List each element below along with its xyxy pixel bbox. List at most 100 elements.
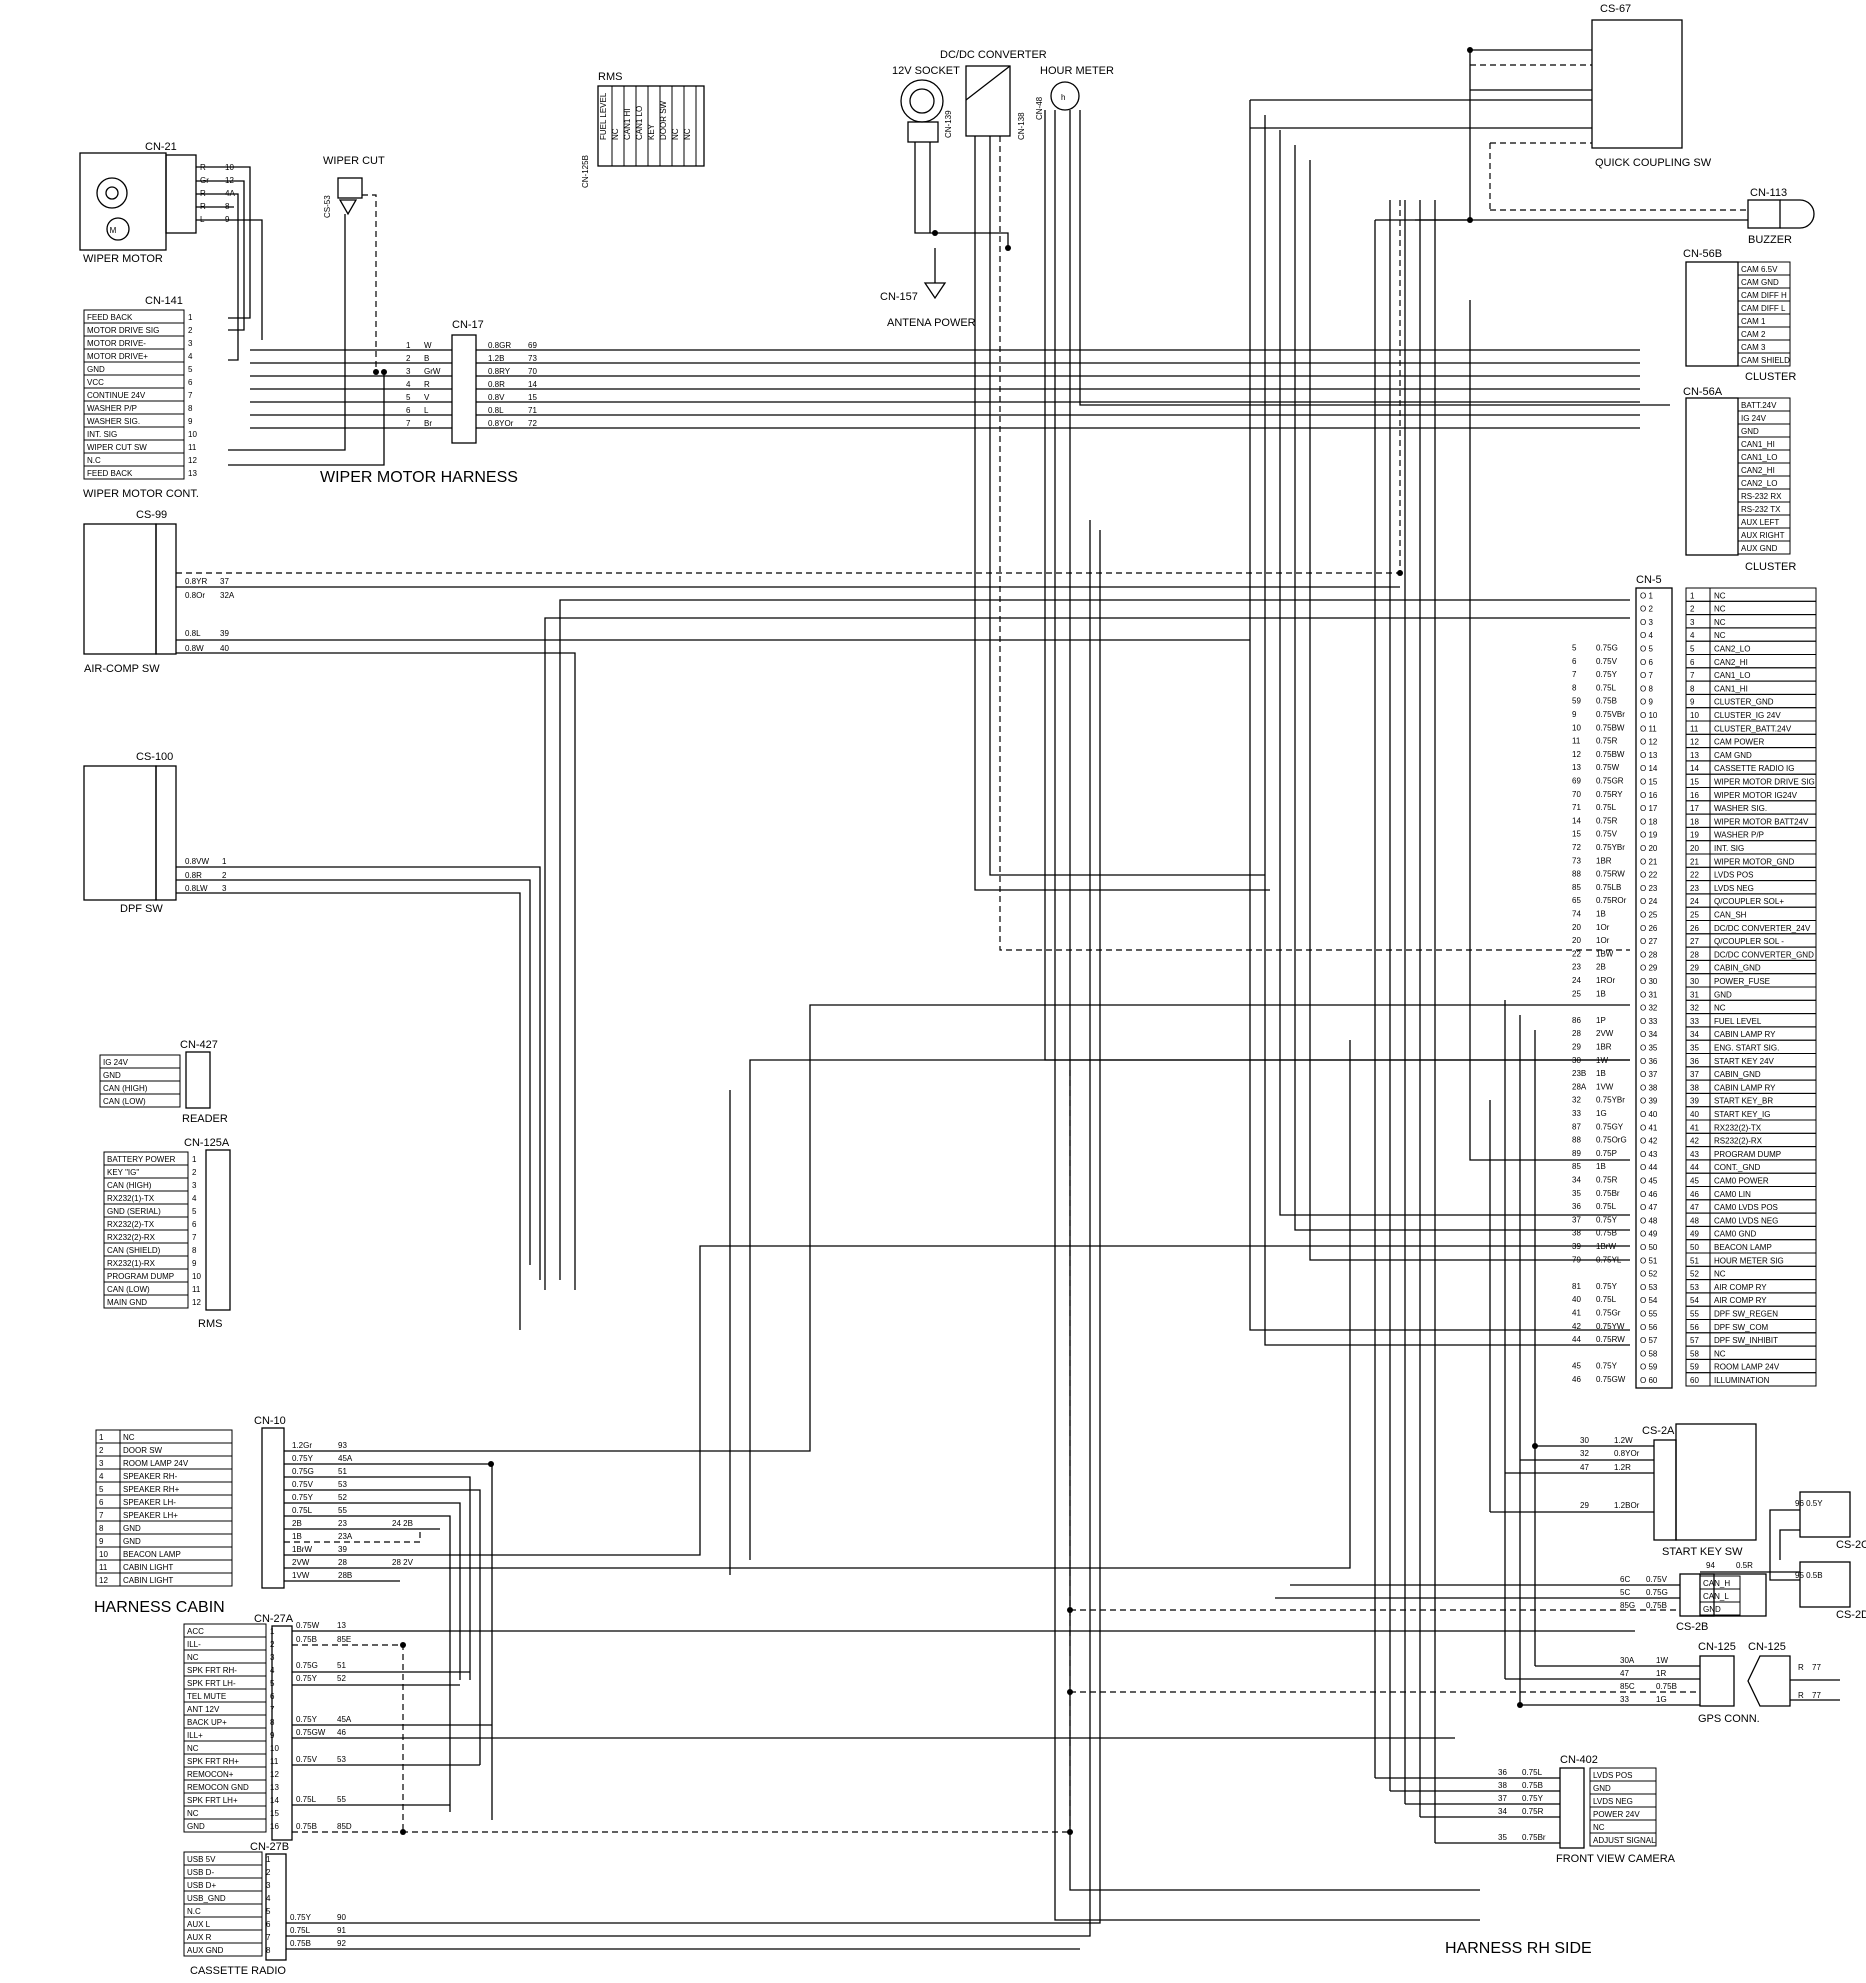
cn5-wire-color: 0.75Br [1596,1189,1620,1198]
svg-text:39: 39 [220,629,229,638]
svg-text:13: 13 [337,1621,346,1630]
cn5-pin-number: 16 [1690,791,1699,800]
cn5-pin-label: NC [1714,631,1726,640]
cn21-label: CN-21 [145,141,177,153]
trunk-wires [544,100,1630,1843]
cn27b-pin-label: AUX GND [187,1946,224,1955]
svg-text:0.75W: 0.75W [296,1621,320,1630]
cn5-pin-label: DPF SW_COM [1714,1323,1769,1332]
cn56a-pin-label: AUX RIGHT [1741,531,1785,540]
cn5-wire-number: 8 [1572,683,1577,692]
cn5-pin-number: 5 [1690,645,1695,654]
svg-text:0.75L: 0.75L [292,1506,313,1515]
cn5-wire-number: 23B [1572,1069,1586,1078]
cn56b-cell [1737,352,1791,367]
cn5-pin-index: O 16 [1640,791,1658,800]
cn5-pin-number: 45 [1690,1177,1699,1186]
cn5-wire-color: 0.75BW [1596,723,1625,732]
cs100-label: CS-100 [136,751,173,763]
cn5-wire-color: 0.75Y [1596,1362,1618,1371]
svg-text:0.8L: 0.8L [185,629,201,638]
cn27a-pin-index: 15 [270,1809,279,1818]
cn17-wire-number: 3 [406,367,411,376]
cn5-pin-number: 14 [1690,764,1699,773]
cn5-wire-number: 37 [1572,1215,1581,1224]
cn5-pin-label: NC [1714,1349,1726,1358]
svg-text:94: 94 [1706,1561,1715,1570]
cn5-pin-label: NC [1714,618,1726,627]
svg-text:1.2BOr: 1.2BOr [1614,1501,1640,1510]
cn27a-pin-label: GND [187,1822,205,1831]
cn5-pin-index: O 2 [1640,605,1653,614]
buzzer-label: BUZZER [1748,234,1792,246]
cn5-pin-cell [1709,600,1817,616]
svg-text:85G: 85G [1620,1601,1635,1610]
cabin-table-pin-number: 3 [99,1459,104,1468]
cn125a-cell [103,1294,189,1309]
cn5-pin-label: LVDS POS [1714,871,1753,880]
title-wiper-motor-harness: WIPER MOTOR HARNESS [320,469,518,486]
cn5-wire-number: 71 [1572,803,1581,812]
cn5-pin-index: O 42 [1640,1137,1658,1146]
cn5-pin-label: CLUSTER_IG 24V [1714,711,1781,720]
svg-text:23: 23 [338,1519,347,1528]
cn5-pin-index: O 25 [1640,911,1658,920]
cn27a-pin-label: REMOCON+ [187,1770,234,1779]
cabin-table-pin-label: ROOM LAMP 24V [123,1459,189,1468]
cn5-pin-label: CAM0 LVDS NEG [1714,1216,1778,1225]
cn27b-pin-label: USB D+ [187,1881,216,1890]
cn141-pin-label: FEED BACK [87,313,133,322]
cn5-pin-label: LVDS NEG [1714,884,1754,893]
cn5-pin-number: 60 [1690,1376,1699,1385]
cn141-pin-index: 9 [188,417,193,426]
cn5-pin-number: 50 [1690,1243,1699,1252]
cn5-pin-index: O 58 [1640,1349,1658,1358]
cn56a-pin-label: CAN2_LO [1741,479,1777,488]
cn5-wire-number: 85 [1572,1162,1581,1171]
svg-text:34: 34 [1498,1807,1507,1816]
svg-text:6C: 6C [1620,1575,1630,1584]
cn5-wire-color: 0.75B [1596,697,1617,706]
svg-text:0.8VW: 0.8VW [185,857,209,866]
svg-text:0.75B: 0.75B [296,1635,317,1644]
cn5-pin-index: O 3 [1640,618,1653,627]
cn17-wire-number: 6 [406,406,411,415]
cn5-pin-index: O 19 [1640,831,1658,840]
cn56b-pin-label: CAM 6.5V [1741,265,1778,274]
cn125a-pin-index: 5 [192,1207,197,1216]
cn5-pin-index: O 8 [1640,684,1653,693]
svg-text:0.75Y: 0.75Y [292,1493,314,1502]
cn5-wire-number: 40 [1572,1295,1581,1304]
cn5-pin-label: CAN_SH [1714,911,1747,920]
svg-text:92: 92 [337,1939,346,1948]
cn141-pin-label: VCC [87,378,104,387]
cn5-pin-index: O 10 [1640,711,1658,720]
rms-pin-label: DOOR SW [659,100,668,140]
cn27a-cell [183,1818,267,1833]
cn5-pin-index: O 15 [1640,778,1658,787]
svg-text:0.75B: 0.75B [1522,1781,1543,1790]
svg-text:0.75G: 0.75G [296,1661,318,1670]
cn5-pin-label: CABIN_GND [1714,964,1761,973]
cn5-pin-index: O 39 [1640,1097,1658,1106]
cabin-table-pin-label: SPEAKER LH- [123,1498,176,1507]
cabin-table-pin-number: 2 [99,1446,104,1455]
cn27b-pin-index: 8 [266,1946,271,1955]
cn17-wire-color: Br [424,419,432,428]
cn125a-pin-label: RX232(1)-RX [107,1259,156,1268]
cn5-pin-index: O 45 [1640,1177,1658,1186]
cn427-pin-label: GND [103,1071,121,1080]
dpf-sw-label: DPF SW [120,903,163,915]
svg-text:39: 39 [338,1545,347,1554]
cn56b-pin-label: CAM DIFF L [1741,304,1786,313]
cabin-table-pin-label: SPEAKER RH+ [123,1485,180,1494]
cn56a-pin-label: GND [1741,427,1759,436]
svg-text:0.8W: 0.8W [185,644,204,653]
cn5-pin-cell [1709,999,1817,1015]
cn5-pin-index: O 40 [1640,1110,1658,1119]
cn5-wire-number: 36 [1572,1202,1581,1211]
cn5-wire-number: 10 [1572,723,1581,732]
cn17-wire-color: V [424,393,430,402]
